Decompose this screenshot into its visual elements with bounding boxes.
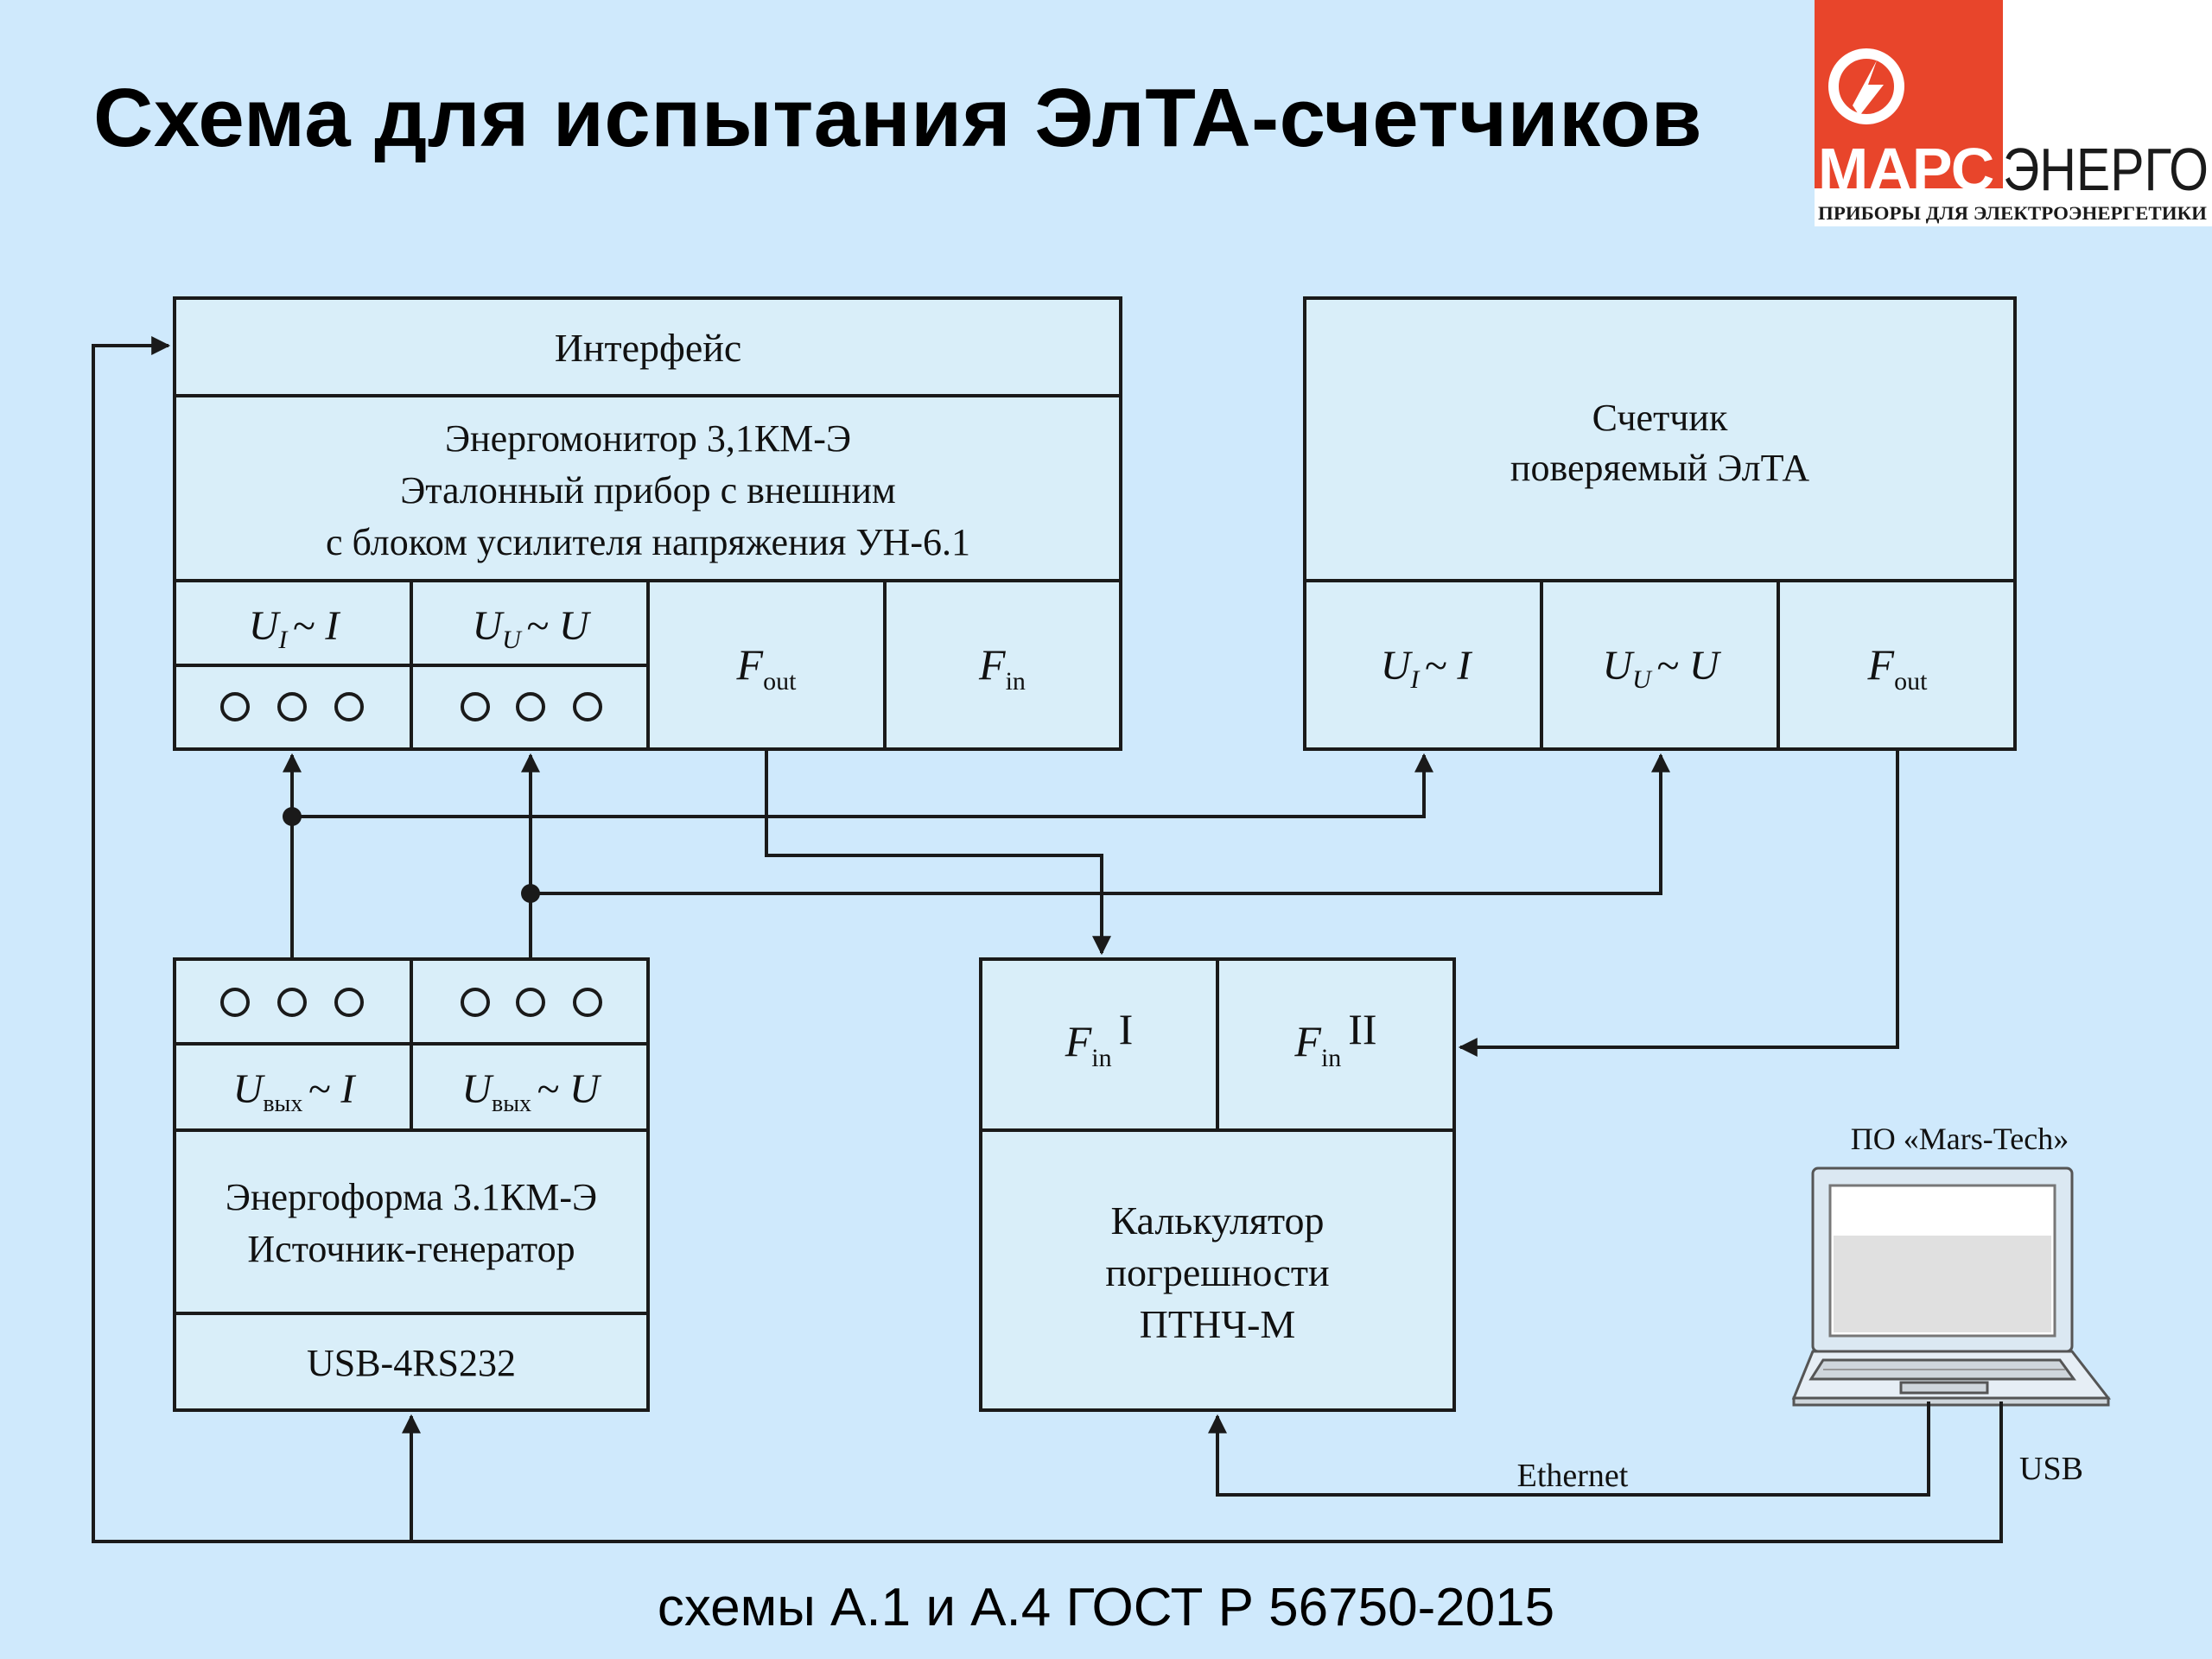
energomonitor-voltage-input-label: UU~ U (473, 603, 592, 654)
energomonitor-name: Энергомонитор 3,1КМ-Э (445, 417, 851, 460)
energoforma-current-terminals (220, 988, 364, 1017)
logo-tagline: ПРИБОРЫ ДЛЯ ЭЛЕКТРОЭНЕРГЕТИКИ (1818, 202, 2207, 224)
laptop-icon (1791, 1166, 2112, 1407)
energomonitor-f-out-label: Fout (736, 640, 798, 696)
meter-voltage-input-label: UU~ U (1603, 643, 1722, 694)
meter-current-input-label: UI~ I (1381, 643, 1473, 694)
calculator-description: погрешности (1105, 1250, 1329, 1294)
meter-f-out-label: Fout (1867, 640, 1929, 696)
calculator-model: ПТНЧ-М (1140, 1302, 1296, 1346)
energomonitor-amplifier: с блоком усилителя напряжения УН-6.1 (326, 521, 970, 563)
current-bus-to-meter (292, 753, 1433, 818)
meter-under-test-block: Счетчик поверяемый ЭлТА UI~ I UU~ U Fout (1303, 296, 2017, 751)
junction-dots (283, 807, 540, 903)
reference-pulse-line (765, 749, 1111, 956)
logo-red-block (1815, 0, 2003, 188)
energomonitor-current-terminals (220, 692, 364, 721)
energomonitor-block: Интерфейс Энергомонитор 3,1КМ-Э Эталонны… (173, 296, 1122, 751)
logo-brand-right: ЭНЕРГО (2003, 136, 2209, 203)
energomonitor-description: Эталонный прибор с внешним (400, 469, 896, 512)
signal-connections (92, 336, 2003, 1543)
energomonitor-voltage-terminals (461, 692, 602, 721)
energoforma-usb-adapter: USB-4RS232 (307, 1342, 516, 1384)
calculator-f-in-2-label: FinII (1294, 1005, 1376, 1072)
meter-name: Счетчик (1592, 397, 1728, 439)
meter-description: поверяемый ЭлТА (1510, 447, 1809, 489)
calculator-f-in-1-label: FinI (1065, 1005, 1134, 1072)
energomonitor-current-input-label: UI~ I (249, 603, 341, 654)
laptop-software-label: ПО «Mars-Tech» (1851, 1122, 2069, 1156)
gost-reference-caption: схемы А.1 и А.4 ГОСТ Р 56750-2015 (657, 1578, 1555, 1637)
voltage-bus-to-meter (531, 753, 1670, 895)
energomonitor-f-in-label: Fin (978, 640, 1026, 696)
logo-brand-left: МАРС (1818, 136, 1994, 203)
calculator-name: Калькулятор (1110, 1198, 1324, 1243)
slide-title: Схема для испытания ЭлТА-счетчиков (93, 72, 1703, 164)
energomonitor-interface-label: Интерфейс (555, 326, 742, 370)
energoforma-current-output-label: Uвых~ I (233, 1066, 357, 1117)
logo-emblem-icon (1828, 48, 1904, 124)
error-calculator-block: FinI FinII Калькулятор погрешности ПТНЧ-… (979, 957, 1456, 1412)
energoforma-description: Источник-генератор (247, 1228, 575, 1270)
marsenergo-logo: МАРС ЭНЕРГО ПРИБОРЫ ДЛЯ ЭЛЕКТРОЭНЕРГЕТИК… (1815, 0, 2212, 226)
energoforma-voltage-terminals (461, 988, 602, 1017)
energoforma-name: Энергоформа 3.1КМ-Э (226, 1176, 597, 1218)
energoforma-block: Uвых~ I Uвых~ U Энергоформа 3.1КМ-Э Исто… (173, 957, 650, 1412)
energoforma-voltage-output-label: Uвых~ U (461, 1066, 602, 1117)
ethernet-label: Ethernet (1517, 1458, 1629, 1494)
meter-pulse-line (1458, 749, 1899, 1057)
usb-label: USB (2019, 1451, 2083, 1487)
ethernet-line (1208, 1402, 1930, 1497)
usb-line (92, 336, 2003, 1543)
